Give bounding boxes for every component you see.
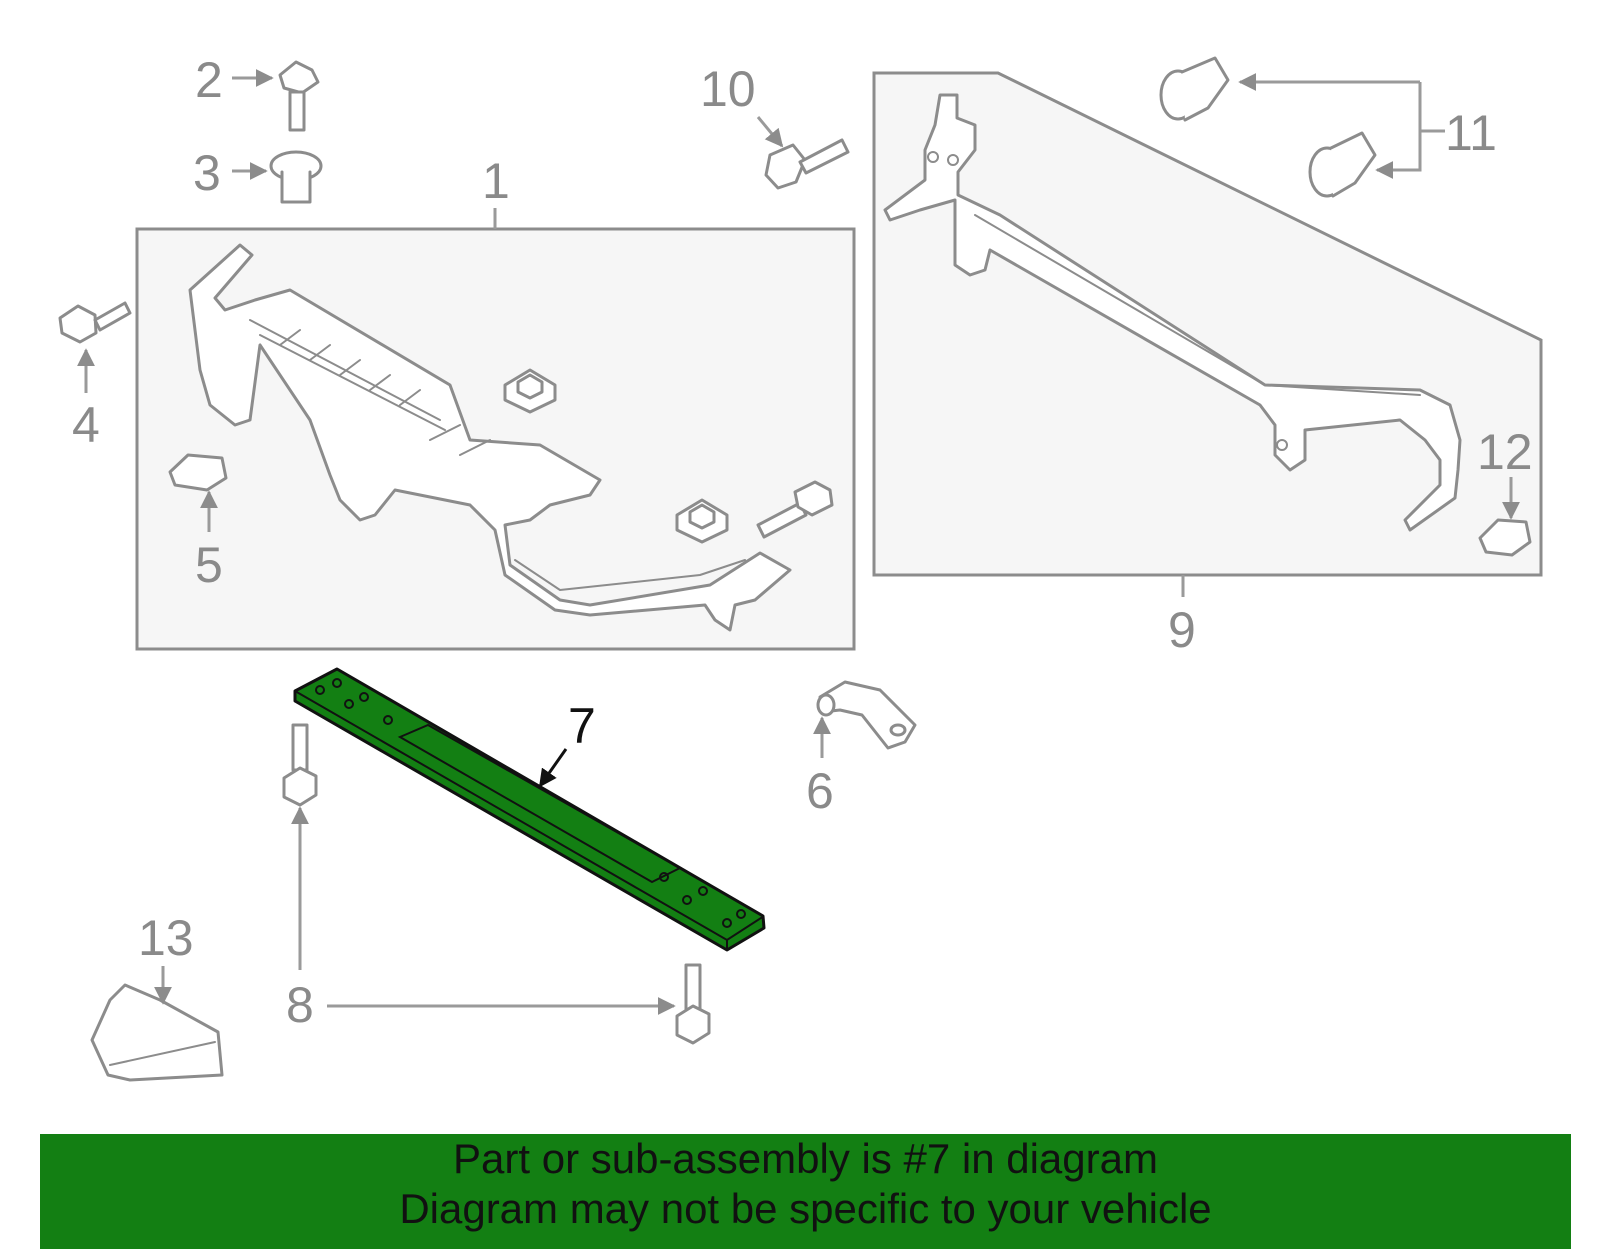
callout-9: 9 <box>1168 602 1196 658</box>
callout-3: 3 <box>193 145 221 201</box>
nut-icon <box>503 368 557 414</box>
bolt-icon <box>756 480 834 539</box>
part-8-bolt <box>282 723 318 807</box>
callout-12: 12 <box>1477 424 1533 480</box>
part-13-cover <box>90 983 224 1082</box>
part-8-bolt <box>675 963 711 1045</box>
banner-line-1: Part or sub-assembly is #7 in diagram <box>453 1135 1158 1182</box>
callout-4: 4 <box>72 397 100 453</box>
nut-icon <box>675 498 729 544</box>
part-9-panel <box>872 71 1543 597</box>
part-4-bolt <box>58 301 132 344</box>
part-11-clip <box>1308 131 1377 198</box>
part-3-nut <box>269 150 323 204</box>
part-11-clip <box>1159 56 1230 122</box>
callout-11: 11 <box>1445 105 1497 161</box>
callout-1: 1 <box>482 153 510 209</box>
part-10-bolt <box>764 138 850 190</box>
callout-5: 5 <box>195 537 223 593</box>
part-6-bracket <box>816 680 917 750</box>
callout-13: 13 <box>138 910 194 966</box>
part-7-highlight <box>293 667 766 952</box>
callout-7: 7 <box>568 698 596 754</box>
callout-8: 8 <box>286 977 314 1033</box>
part-2-bolt <box>278 60 320 132</box>
info-banner: Part or sub-assembly is #7 in diagram Di… <box>40 1134 1571 1249</box>
part-12-clip <box>1478 518 1532 557</box>
part-5-clip <box>168 453 228 492</box>
callout-2: 2 <box>195 52 223 108</box>
callout-6: 6 <box>806 763 834 819</box>
callout-10: 10 <box>700 61 756 117</box>
banner-line-2: Diagram may not be specific to your vehi… <box>399 1185 1212 1232</box>
part-1-panel <box>135 208 856 651</box>
